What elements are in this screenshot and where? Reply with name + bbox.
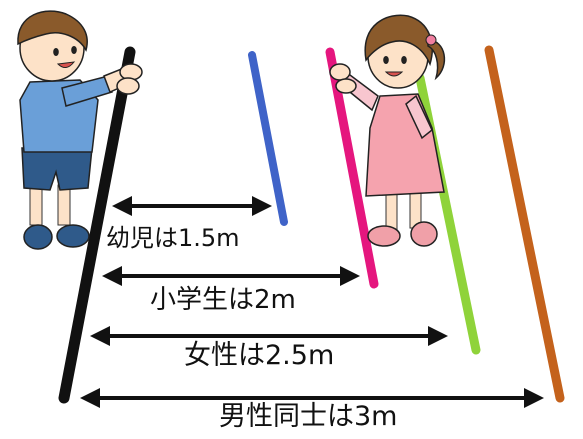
black-pole <box>58 46 136 404</box>
label-women-distance: 女性は2.5m <box>182 340 337 371</box>
girl-figure <box>329 14 446 247</box>
pink-pole <box>325 47 379 289</box>
blue-pole <box>248 51 288 226</box>
label-men-distance: 男性同士は3m <box>217 401 400 432</box>
label-infant-distance: 幼児は1.5m <box>104 224 242 252</box>
boy-figure <box>17 10 143 250</box>
orange-pole <box>484 45 565 403</box>
label-elementary-distance: 小学生は2m <box>148 285 298 315</box>
